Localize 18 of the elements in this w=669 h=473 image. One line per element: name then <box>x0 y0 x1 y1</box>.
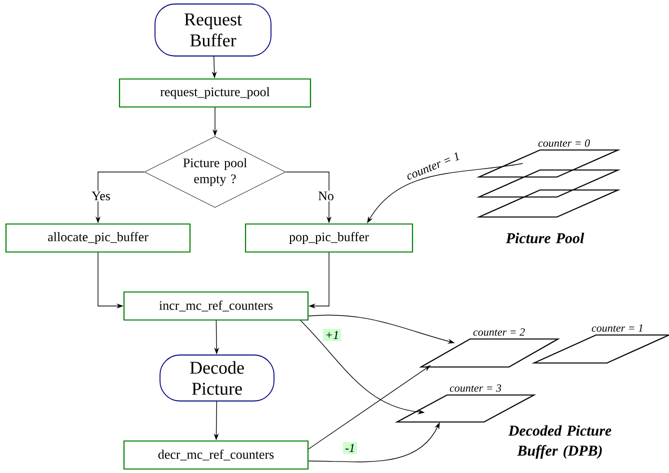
process-box: request_picture_pool <box>118 78 312 108</box>
edge-label: No <box>317 190 335 202</box>
counter-label: counter = 1 <box>592 324 642 332</box>
terminal-box: Request Buffer <box>154 4 272 56</box>
counter-label: counter = 3 <box>450 384 502 392</box>
counter-label: counter = 0 <box>538 139 590 147</box>
group-title: Decoded Picture Buffer (DPB) <box>508 425 612 459</box>
edge-label: +1 <box>322 329 342 341</box>
terminal-box: Decode Picture <box>160 354 274 402</box>
edge-label: counter = 1 <box>404 150 462 182</box>
process-box: pop_pic_buffer <box>244 223 414 253</box>
process-box: decr_mc_ref_counters <box>123 440 309 470</box>
edge-label: -1 <box>343 442 357 454</box>
counter-label: counter = 2 <box>473 328 525 336</box>
group-title: Picture Pool <box>506 232 584 244</box>
process-box: allocate_pic_buffer <box>5 223 191 253</box>
process-box: incr_mc_ref_counters <box>123 291 309 321</box>
edge-label: Yes <box>90 190 112 202</box>
